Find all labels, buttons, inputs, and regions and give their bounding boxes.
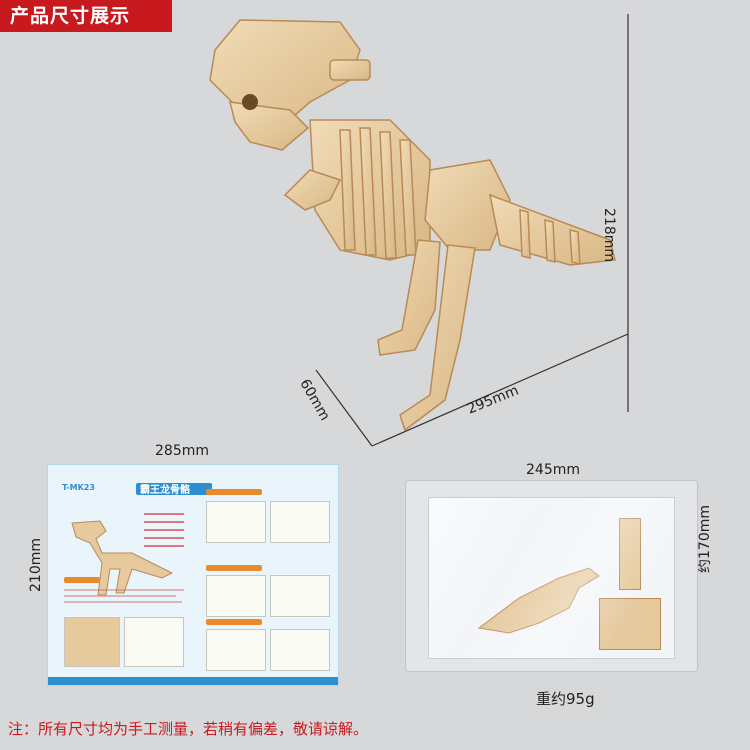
manual-orange-tab <box>64 577 100 583</box>
manual-title-bar <box>136 483 212 495</box>
weight-label: 重约95g <box>536 690 595 708</box>
manual-text-line <box>64 589 184 591</box>
manual-dinosaur-icon <box>71 520 174 596</box>
banner: 产品尺寸展示 <box>0 0 172 32</box>
manual-red-line <box>144 521 184 523</box>
manual-wood-sheet <box>64 617 120 667</box>
instruction-manual: 霸王龙骨骼 T-MK23 <box>47 464 339 686</box>
step-header <box>206 565 262 571</box>
disclaimer-note: 注：所有尺寸均为手工测量，若稍有偏差，敬请谅解。 <box>8 720 369 738</box>
manual-red-line <box>144 537 184 539</box>
height-label: 218mm <box>601 208 617 262</box>
step-panel <box>206 501 266 543</box>
packaged-product-bag <box>405 480 698 672</box>
manual-width-label: 285mm <box>155 443 209 459</box>
manual-text-line <box>64 595 176 597</box>
manual-parts-panel <box>124 617 184 667</box>
step-panel <box>206 629 266 671</box>
manual-text-line <box>64 601 182 603</box>
step-panel <box>206 575 266 617</box>
step-panel <box>270 629 330 671</box>
manual-red-line <box>144 545 184 547</box>
step-header <box>206 489 262 495</box>
manual-height-label: 210mm <box>28 538 44 592</box>
manual-title: 霸王龙骨骼 <box>140 485 190 496</box>
dinosaur-illustration <box>209 19 616 432</box>
manual-tag: T-MK23 <box>62 483 95 492</box>
step-panel <box>270 501 330 543</box>
manual-red-line <box>144 529 184 531</box>
bag-width-label: 245mm <box>526 462 580 478</box>
manual-red-line <box>144 513 184 515</box>
step-panel <box>270 575 330 617</box>
bag-sheen <box>429 498 674 658</box>
bag-insert-card <box>428 497 675 659</box>
dinosaur-model <box>190 10 630 450</box>
manual-footer-band <box>48 677 338 685</box>
step-header <box>206 619 262 625</box>
